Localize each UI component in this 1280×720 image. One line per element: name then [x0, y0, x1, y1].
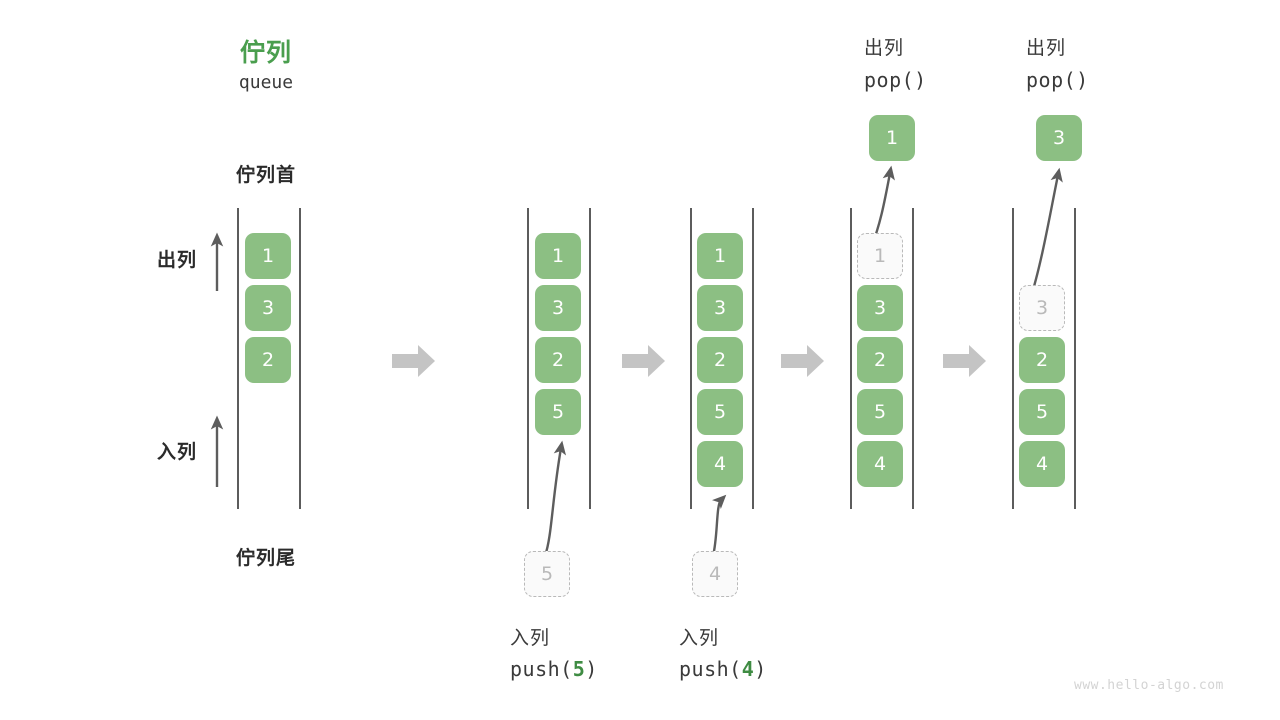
queue-rear-label: 佇列尾	[235, 548, 296, 569]
queue-cell[interactable]: 5	[535, 389, 581, 435]
queue-cell[interactable]: 2	[245, 337, 291, 383]
rail-left	[527, 208, 529, 509]
rail-left	[1012, 208, 1014, 509]
pop-1-header-cn: 出列	[864, 38, 905, 59]
page-title-code: queue	[238, 72, 294, 93]
step-arrow-icon	[781, 344, 825, 378]
push-5-code-prefix: push(	[510, 657, 573, 681]
queue-cell[interactable]: 1	[535, 233, 581, 279]
queue-cell[interactable]: 2	[1019, 337, 1065, 383]
watermark: www.hello-algo.com	[1074, 678, 1224, 693]
push-4-code-prefix: push(	[679, 657, 742, 681]
queue-cell[interactable]: 5	[857, 389, 903, 435]
rail-left	[237, 208, 239, 509]
step-arrow-icon	[622, 344, 666, 378]
queue-cell[interactable]: 2	[857, 337, 903, 383]
queue-cell[interactable]: 3	[697, 285, 743, 331]
incoming-ghost-cell: 5	[524, 551, 570, 597]
rail-right	[912, 208, 914, 509]
queue-cell[interactable]: 2	[535, 337, 581, 383]
queue-cell[interactable]: 3	[857, 285, 903, 331]
dequeue-label: 出列	[156, 250, 197, 271]
queue-cell[interactable]: 4	[857, 441, 903, 487]
queue-cell[interactable]: 2	[697, 337, 743, 383]
queue-cell[interactable]: 3	[535, 285, 581, 331]
step-arrow-icon	[392, 344, 436, 378]
pop-3-arrow	[1028, 167, 1063, 301]
rail-right	[1074, 208, 1076, 509]
queue-cell[interactable]: 3	[245, 285, 291, 331]
push-5-caption-cn: 入列	[510, 628, 551, 649]
pop-1-header-code: pop()	[864, 68, 927, 92]
step-arrow-icon	[943, 344, 987, 378]
popped-value-cell: 3	[1036, 115, 1082, 161]
page-title-cn: 佇列	[239, 39, 292, 67]
push-5-caption-code: push(5)	[510, 657, 598, 681]
queue-cell-removed: 1	[857, 233, 903, 279]
push-4-code-suffix: )	[754, 657, 767, 681]
queue-cell[interactable]: 4	[1019, 441, 1065, 487]
queue-cell[interactable]: 1	[697, 233, 743, 279]
pop-3-header-cn: 出列	[1026, 38, 1067, 59]
push-5-arrow	[543, 440, 567, 557]
rail-left	[690, 208, 692, 509]
rail-right	[752, 208, 754, 509]
push-4-arrow	[711, 494, 727, 557]
rail-right	[299, 208, 301, 509]
push-4-code-arg: 4	[741, 657, 755, 681]
queue-cell-removed: 3	[1019, 285, 1065, 331]
incoming-ghost-cell: 4	[692, 551, 738, 597]
push-5-code-suffix: )	[585, 657, 598, 681]
push-4-caption-code: push(4)	[679, 657, 767, 681]
queue-front-label: 佇列首	[235, 165, 296, 186]
rail-right	[589, 208, 591, 509]
popped-value-cell: 1	[869, 115, 915, 161]
queue-cell[interactable]: 5	[1019, 389, 1065, 435]
rail-left	[850, 208, 852, 509]
push-4-caption-cn: 入列	[679, 628, 720, 649]
queue-cell[interactable]: 5	[697, 389, 743, 435]
pop-3-header-code: pop()	[1026, 68, 1089, 92]
enqueue-label: 入列	[156, 442, 197, 463]
queue-cell[interactable]: 4	[697, 441, 743, 487]
push-5-code-arg: 5	[572, 657, 586, 681]
queue-cell[interactable]: 1	[245, 233, 291, 279]
